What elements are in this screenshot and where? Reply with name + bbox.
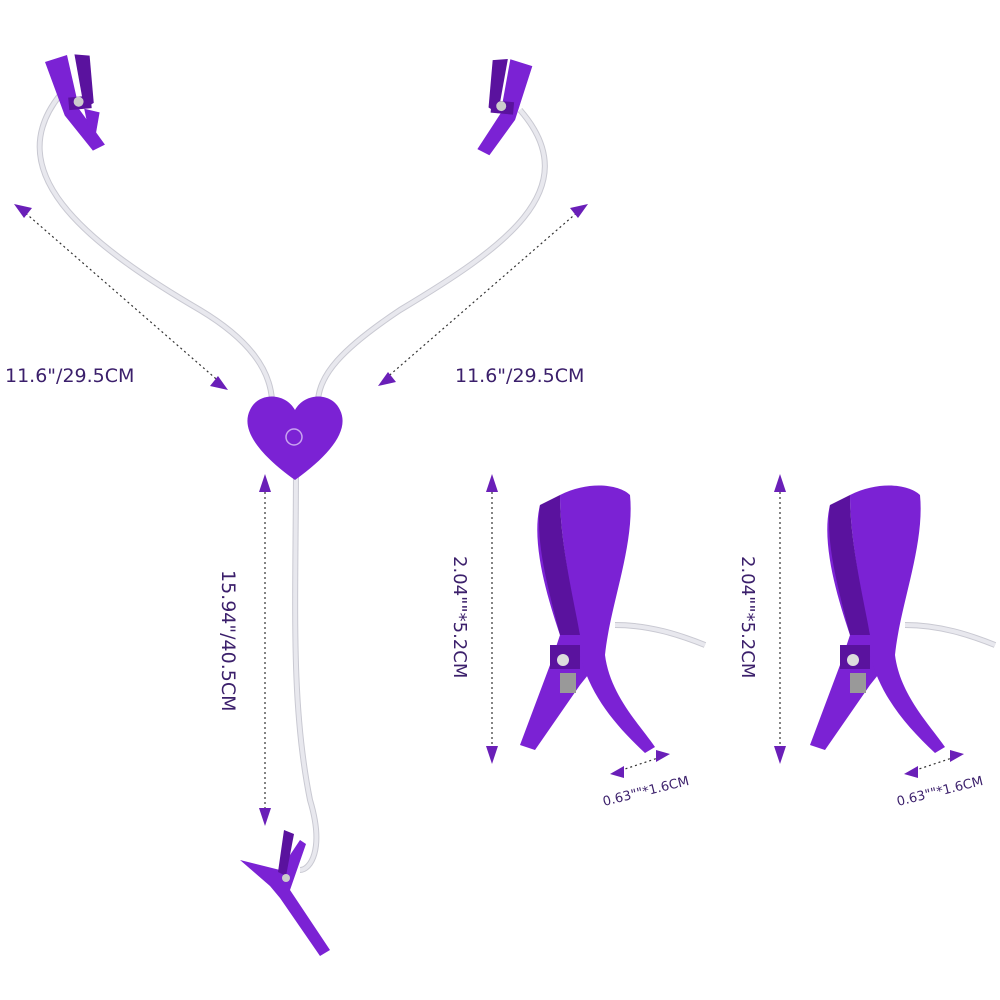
clip2-height-label: 2.04""*5.2CM bbox=[737, 556, 758, 678]
right-cable-length-label: 11.6"/29.5CM bbox=[455, 365, 584, 387]
dimension-arrows bbox=[14, 204, 964, 826]
clip-bottom bbox=[240, 830, 330, 956]
clip-large-1 bbox=[520, 485, 707, 753]
clip-large-2 bbox=[810, 485, 997, 753]
left-cable-length-label: 11.6"/29.5CM bbox=[5, 365, 134, 387]
cables bbox=[36, 93, 548, 873]
clip-top-right bbox=[477, 58, 533, 156]
clip2-width-label: 0.63""*1.6CM bbox=[895, 774, 984, 810]
heart-controller bbox=[247, 396, 343, 480]
clip-top-left bbox=[45, 54, 105, 151]
bottom-cable-length-label: 15.94"/40.5CM bbox=[217, 570, 239, 712]
power-button-icon bbox=[285, 428, 303, 446]
clip1-width-label: 0.63""*1.6CM bbox=[601, 774, 690, 810]
clip1-height-label: 2.04""*5.2CM bbox=[449, 556, 470, 678]
